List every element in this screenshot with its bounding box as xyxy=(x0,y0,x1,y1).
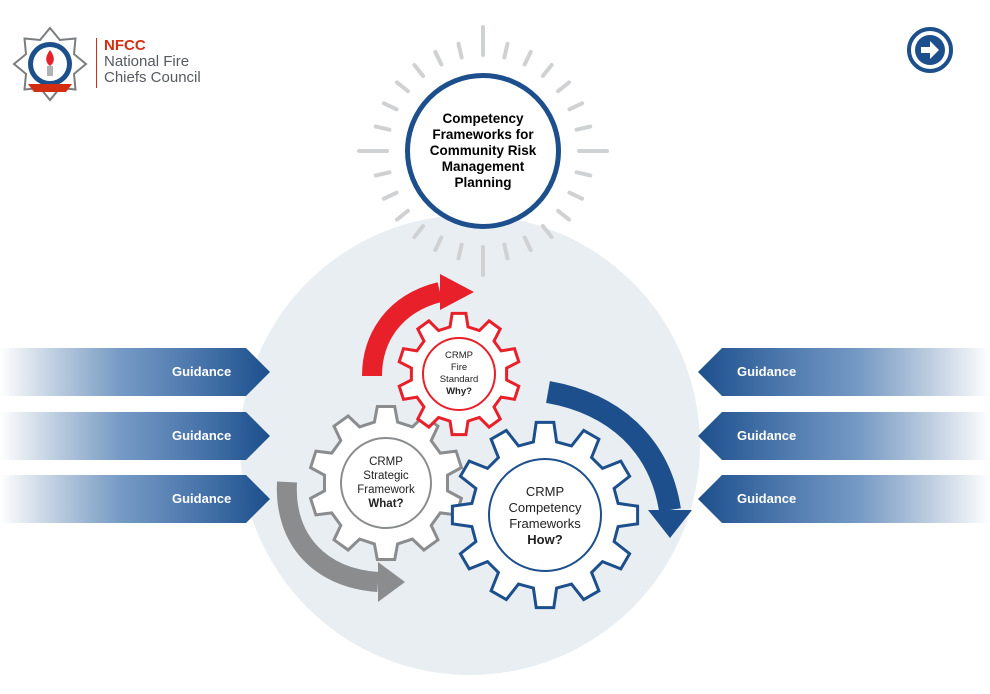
guidance-label: Guidance xyxy=(172,364,232,379)
guidance-bar-right-3-shape xyxy=(698,475,990,523)
sunburst-ray xyxy=(556,208,572,222)
sunburst-ray xyxy=(540,62,554,78)
sunburst-ray xyxy=(381,190,399,201)
guidance-label: Guidance xyxy=(737,491,797,506)
guidance-bar-left-3-shape xyxy=(0,475,270,523)
sunburst-ray xyxy=(394,208,410,222)
sunburst-ray xyxy=(373,170,392,178)
sunburst-ray xyxy=(567,190,585,201)
next-button[interactable] xyxy=(906,26,954,74)
red-cycle-arrow xyxy=(362,274,474,377)
grey-cycle-arrow xyxy=(276,481,405,602)
logo-line-2: Chiefs Council xyxy=(104,69,201,86)
fire-standard-line-1: CRMP xyxy=(445,350,473,361)
competency-line-2: Competency xyxy=(508,500,582,515)
guidance-label: Guidance xyxy=(172,491,232,506)
guidance-right-1[interactable]: Guidance xyxy=(697,348,990,396)
sunburst-ray xyxy=(540,224,554,240)
guidance-left-3[interactable]: Guidance xyxy=(0,475,272,523)
sunburst-ray xyxy=(373,124,392,132)
sunburst-ray xyxy=(522,49,533,67)
guidance-bar-left-2-shape xyxy=(0,412,270,460)
strategic-line-3: Framework xyxy=(357,484,415,496)
fire-standard-label: CRMP Fire Standard Why? xyxy=(419,350,499,398)
diagram-title: Competency Frameworks for Community Risk… xyxy=(429,111,537,190)
strategic-gear-inner-ring xyxy=(340,437,432,529)
competency-gear-inner-ring xyxy=(488,458,602,572)
guidance-left-1[interactable]: Guidance xyxy=(0,348,272,396)
sunburst-ray xyxy=(502,41,510,60)
competency-question: How? xyxy=(527,532,563,547)
guidance-right-2[interactable]: Guidance xyxy=(697,412,990,460)
sunburst-ray xyxy=(381,101,399,112)
sunburst-ray xyxy=(456,242,464,261)
strategic-question: What? xyxy=(368,498,404,510)
sunburst-ray xyxy=(394,80,410,94)
logo-divider xyxy=(96,38,97,88)
guidance-bar-right-2-shape xyxy=(698,412,990,460)
sunburst-ray xyxy=(502,242,510,261)
competency-frameworks-label: CRMP Competency Frameworks How? xyxy=(485,484,605,548)
fire-gear-inner-ring xyxy=(422,337,496,411)
sunburst-ray xyxy=(456,41,464,60)
guidance-label: Guidance xyxy=(737,428,797,443)
arrow-right-circle-icon xyxy=(907,27,953,73)
sunburst-ray xyxy=(433,235,444,253)
sunburst-ray xyxy=(433,49,444,67)
fire-standard-line-2: Fire xyxy=(450,362,468,373)
logo-acronym: NFCC xyxy=(104,37,146,54)
sunburst-ray xyxy=(574,170,593,178)
competency-line-3: Frameworks xyxy=(509,516,581,531)
guidance-label: Guidance xyxy=(172,428,232,443)
sunburst-ray xyxy=(567,101,585,112)
guidance-left-2[interactable]: Guidance xyxy=(0,412,272,460)
sunburst-ray xyxy=(556,80,572,94)
strategic-framework-label: CRMP Strategic Framework What? xyxy=(336,455,436,511)
sunburst-ray xyxy=(412,224,426,240)
guidance-label: Guidance xyxy=(737,364,797,379)
guidance-bar-right-1-shape xyxy=(698,348,990,396)
guidance-right-3[interactable]: Guidance xyxy=(697,475,990,523)
sunburst-ray xyxy=(522,235,533,253)
guidance-bar-left-1-shape xyxy=(0,348,270,396)
logo-line-1: National Fire xyxy=(104,53,190,70)
sunburst-ray xyxy=(574,124,593,132)
competency-line-1: CRMP xyxy=(525,484,565,499)
navy-cycle-arrow xyxy=(545,381,692,538)
nfcc-logo: NFCC National Fire Chiefs Council xyxy=(104,38,201,86)
fire-standard-question: Why? xyxy=(446,386,472,397)
strategic-line-2: Strategic xyxy=(363,470,409,482)
fire-service-star-icon xyxy=(12,26,88,102)
fire-standard-line-3: Standard xyxy=(439,374,479,385)
strategic-line-1: CRMP xyxy=(369,456,403,468)
sunburst-rays xyxy=(357,25,609,277)
sunburst-ray xyxy=(412,62,426,78)
title-circle: Competency Frameworks for Community Risk… xyxy=(405,73,561,229)
